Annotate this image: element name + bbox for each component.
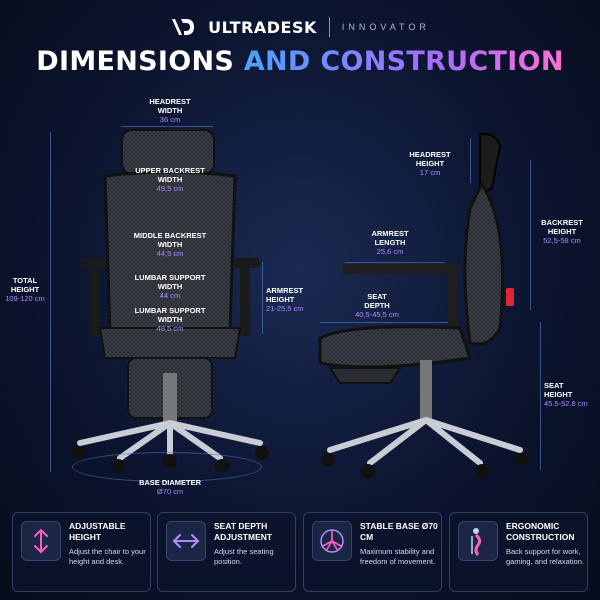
backrest-height-value: 52,5-58 cm: [543, 236, 581, 245]
total-height-line: [50, 132, 51, 472]
brand-subtitle: INNOVATOR: [341, 22, 430, 32]
feature-text: Back support for work, gaming, and relax…: [506, 547, 584, 566]
brand-header: ULTRADESK INNOVATOR: [0, 12, 600, 42]
headrest-width-value: 36 cm: [159, 115, 181, 124]
headrest-height-line: [470, 138, 471, 183]
feature-text: Adjust the chair to your height and desk…: [69, 547, 146, 566]
base-diameter-arc: [72, 452, 262, 482]
ultradesk-logo-icon: [172, 19, 195, 35]
seat-depth-value: 40,5-45,5 cm: [355, 310, 399, 319]
lumbar-support-value-2: 48,5 cm: [156, 324, 184, 333]
middle-backrest-value: 44,5 cm: [156, 249, 184, 258]
seat-height-value: 45.5-52.8 cm: [544, 399, 588, 408]
base-diameter-value: Ø70 cm: [156, 487, 184, 496]
base-diameter-annotation: BASE DIAMETER Ø70 cm: [120, 478, 220, 497]
side-chair-illustration: [318, 132, 529, 478]
total-height-value: 109-120 cm: [5, 294, 45, 303]
spine-icon: [458, 521, 498, 561]
lumbar-support-value-1: 44 cm: [159, 291, 181, 300]
feature-title: SEAT DEPTH ADJUSTMENT: [214, 521, 273, 542]
feature-card-adjustable-height: ADJUSTABLE HEIGHT Adjust the chair to yo…: [12, 512, 151, 592]
feature-text: Maximum stability and freedom of movemen…: [360, 547, 436, 566]
armrest-length-value: 25,6 cm: [376, 247, 404, 256]
headrest-height-value: 17 cm: [419, 168, 441, 177]
armrest-length-line: [345, 262, 445, 263]
feature-title: ERGONOMIC CONSTRUCTION: [506, 521, 575, 542]
stable-base-icon: [312, 521, 352, 561]
brand-name: ULTRADESK: [208, 17, 317, 37]
page-title: DIMENSIONS AND CONSTRUCTION: [0, 46, 600, 77]
armrest-height-line: [262, 262, 263, 334]
feature-title: ADJUSTABLE HEIGHT: [69, 521, 126, 542]
upper-backrest-value: 49,5 cm: [156, 184, 184, 193]
title-part1: DIMENSIONS: [36, 46, 235, 77]
height-adjust-icon: [21, 521, 61, 561]
seat-depth-icon: [166, 521, 206, 561]
feature-card-ergonomic: ERGONOMIC CONSTRUCTION Back support for …: [449, 512, 588, 592]
armrest-height-value: 21-25,5 cm: [266, 304, 304, 313]
feature-text: Adjust the seating position.: [214, 547, 274, 566]
feature-title: STABLE BASE Ø70 CM: [360, 521, 438, 542]
seat-height-line: [540, 322, 541, 470]
base-diameter-label: BASE DIAMETER: [138, 478, 202, 487]
feature-card-seat-depth: SEAT DEPTH ADJUSTMENT Adjust the seating…: [157, 512, 296, 592]
title-part2: AND CONSTRUCTION: [243, 46, 564, 77]
seat-depth-line: [320, 322, 448, 323]
brand-divider: [328, 17, 330, 37]
backrest-height-line: [530, 160, 531, 310]
headrest-width-line: [121, 126, 213, 127]
feature-card-stable-base: STABLE BASE Ø70 CM Maximum stability and…: [303, 512, 442, 592]
